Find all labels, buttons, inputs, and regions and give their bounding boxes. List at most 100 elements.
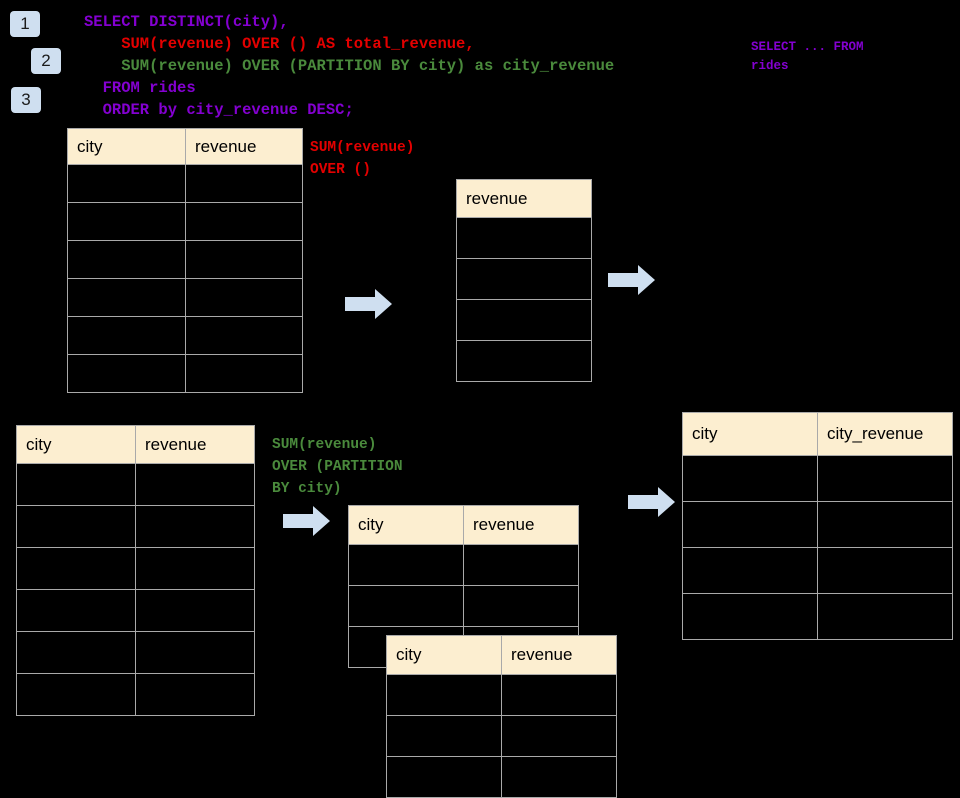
table-row [16, 673, 255, 716]
table-cell [501, 674, 617, 716]
table-row [16, 505, 255, 548]
sql-line-order-by: ORDER by city_revenue DESC; [84, 101, 354, 119]
table-row [67, 202, 303, 241]
table-row [348, 585, 579, 627]
table-cell [817, 455, 953, 502]
table-cell [682, 593, 818, 640]
table-cell [16, 505, 136, 548]
table-row [67, 278, 303, 317]
table-cell [135, 505, 255, 548]
step-badge-1: 1 [10, 11, 40, 37]
table-cell [16, 463, 136, 506]
annotation-city-revenue-line3: BY city) [272, 481, 342, 497]
column-header-city: city [348, 505, 464, 545]
table-row [682, 593, 953, 640]
table-cell [16, 547, 136, 590]
sql-line-total-revenue: SUM(revenue) OVER () AS total_revenue, [84, 35, 475, 53]
annotation-city-revenue-line1: SUM(revenue) [272, 437, 377, 453]
table-cell [463, 585, 579, 627]
table-final-result: city city_revenue [682, 412, 953, 640]
column-header-city: city [16, 425, 136, 464]
sql-line-city-revenue: SUM(revenue) OVER (PARTITION BY city) as… [84, 57, 615, 75]
table-row [682, 547, 953, 594]
table-cell [386, 756, 502, 798]
table-header-row: city revenue [67, 128, 303, 165]
column-header-city-revenue: city_revenue [817, 412, 953, 456]
table-row [67, 354, 303, 393]
table-header-row: city revenue [16, 425, 255, 464]
table-cell [135, 673, 255, 716]
table-cell [386, 715, 502, 757]
table-row [682, 455, 953, 502]
table-header-row: city revenue [348, 505, 579, 545]
table-cell [135, 589, 255, 632]
arrow-source-to-total [345, 288, 393, 325]
table-cell [16, 673, 136, 716]
table-cell [135, 547, 255, 590]
arrow-partition-to-final [628, 486, 676, 523]
table-row [67, 164, 303, 203]
table-partition-group-front: city revenue [386, 635, 617, 798]
step-badge-2: 2 [31, 48, 61, 74]
table-cell [817, 593, 953, 640]
arrow-source-to-partition [283, 505, 331, 542]
table-cell [386, 674, 502, 716]
column-header-city: city [386, 635, 502, 675]
table-row [16, 547, 255, 590]
table-cell [67, 240, 186, 279]
column-header-revenue: revenue [456, 179, 592, 218]
table-cell [185, 240, 303, 279]
step-badge-3: 3 [11, 87, 41, 113]
arrow-right-icon [345, 289, 392, 319]
table-cell [67, 164, 186, 203]
table-cell [817, 547, 953, 594]
table-cell [463, 544, 579, 586]
arrow-right-icon [283, 506, 330, 536]
table-row [16, 631, 255, 674]
side-note-rides: rides [751, 59, 789, 73]
table-cell [185, 202, 303, 241]
annotation-city-revenue-line2: OVER (PARTITION [272, 459, 403, 475]
column-header-revenue: revenue [185, 128, 303, 165]
table-header-row: city revenue [386, 635, 617, 675]
table-row [67, 240, 303, 279]
table-cell [16, 631, 136, 674]
table-cell [185, 354, 303, 393]
arrow-right-icon [628, 487, 675, 517]
table-cell [185, 164, 303, 203]
table-cell [817, 501, 953, 548]
table-cell [67, 278, 186, 317]
table-rides-source-top: city revenue [67, 128, 303, 393]
table-cell [16, 589, 136, 632]
table-cell [348, 585, 464, 627]
table-row [16, 463, 255, 506]
annotation-total-revenue-line2: OVER () [310, 162, 371, 178]
table-cell [682, 547, 818, 594]
sql-line-select: SELECT DISTINCT(city), [84, 13, 289, 31]
table-cell [67, 202, 186, 241]
table-row [386, 715, 617, 757]
table-partition-group-back: city revenue [348, 505, 579, 668]
table-cell [185, 278, 303, 317]
table-row [682, 501, 953, 548]
table-total-revenue-result: revenue [456, 179, 592, 382]
table-row [16, 589, 255, 632]
column-header-city: city [67, 128, 186, 165]
table-cell [348, 544, 464, 586]
table-cell [67, 316, 186, 355]
table-cell [135, 463, 255, 506]
table-row [456, 299, 592, 341]
arrow-right-icon [608, 265, 655, 295]
table-cell [501, 715, 617, 757]
table-cell [682, 501, 818, 548]
table-cell [456, 217, 592, 259]
table-row [386, 756, 617, 798]
table-cell [456, 340, 592, 382]
table-row [456, 340, 592, 382]
table-rides-source-bottom: city revenue [16, 425, 255, 716]
table-cell [135, 631, 255, 674]
table-cell [67, 354, 186, 393]
arrow-total-to-right [608, 264, 656, 301]
column-header-city: city [682, 412, 818, 456]
table-header-row: city city_revenue [682, 412, 953, 456]
